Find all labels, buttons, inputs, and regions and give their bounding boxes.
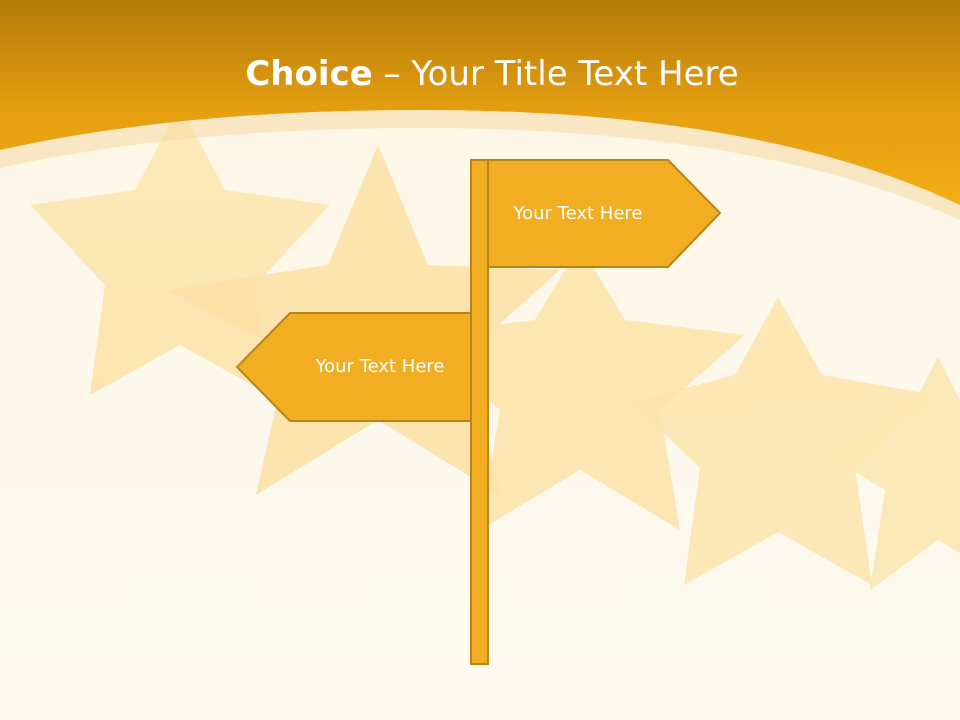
arrow-sign-icon [235, 312, 472, 422]
signpost-icon [235, 159, 722, 665]
star-icon [818, 357, 960, 590]
title-text: – Your Title Text Here [372, 54, 739, 94]
arrow-sign-icon [487, 159, 722, 268]
title-keyword: Choice [245, 54, 373, 94]
slide-title: Choice – Your Title Text Here [0, 52, 960, 96]
star-icon [632, 297, 935, 585]
star-icon [415, 245, 745, 530]
sign-right-text: Your Text Here [513, 203, 643, 224]
sign-left-text: Your Text Here [315, 356, 445, 377]
